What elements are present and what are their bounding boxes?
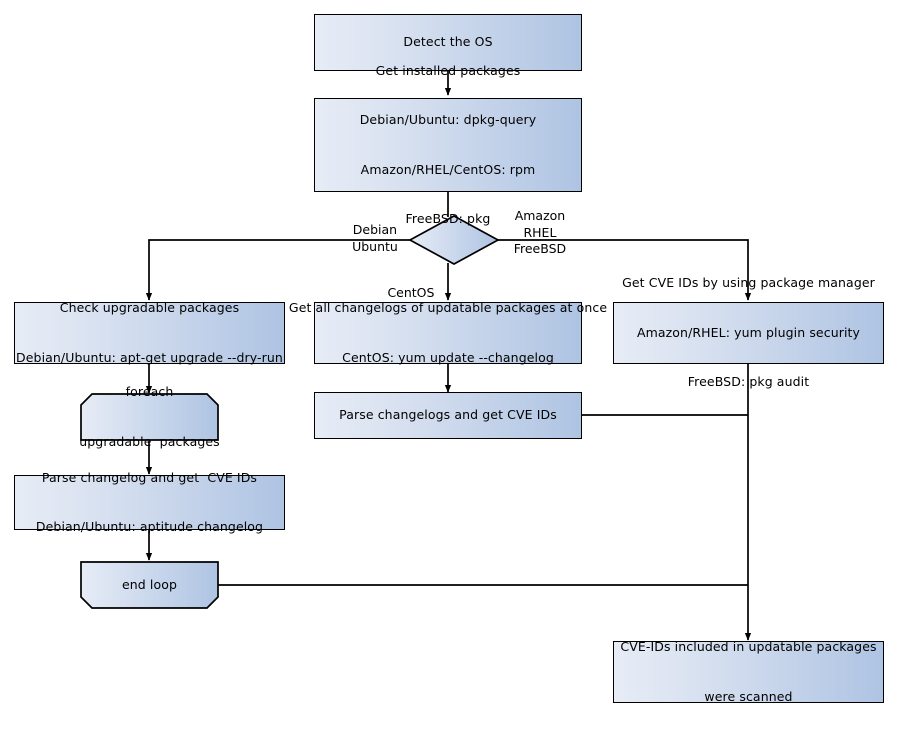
edge-label-centos-line-1: CentOS <box>387 285 435 301</box>
node-end-loop-line-1: end loop <box>121 576 178 592</box>
node-end-loop[interactable]: end loop <box>80 561 219 609</box>
node-parse-changelog-get-cve-ids[interactable]: Parse changelog and get CVE IDs Debian/U… <box>14 470 285 534</box>
edge-label-debian-ubuntu-line-2: Ubuntu <box>352 238 398 254</box>
flowchart-canvas: Detect the OS Get installed packages Deb… <box>14 14 884 704</box>
edge-label-centos: CentOS <box>368 269 438 318</box>
node-get-installed-packages-line-1: Get installed packages <box>375 62 521 78</box>
node-get-cve-ids-package-manager-line-2: Amazon/RHEL: yum plugin security <box>636 324 861 340</box>
node-cve-ids-scanned-label: CVE-IDs included in updatable packages w… <box>620 606 876 738</box>
edge-label-amazon-rhel-freebsd: Amazon RHEL FreeBSD <box>492 192 572 273</box>
node-foreach-line-1: foreach <box>125 384 174 399</box>
node-detect-os[interactable]: Detect the OS <box>314 14 582 71</box>
node-check-upgradable-packages-line-1: Check upgradable packages <box>59 300 240 315</box>
edge-label-amazon-rhel-freebsd-line-1: Amazon <box>514 208 566 224</box>
edge-label-debian-ubuntu: Debian Ubuntu <box>328 206 406 271</box>
node-get-cve-ids-package-manager-label: Get CVE IDs by using package manager Ama… <box>622 242 875 424</box>
node-get-installed-packages-line-3: Amazon/RHEL/CentOS: rpm <box>360 161 536 177</box>
node-get-installed-packages[interactable]: Get installed packages Debian/Ubuntu: dp… <box>314 63 582 226</box>
node-get-cve-ids-package-manager-line-1: Get CVE IDs by using package manager <box>622 275 875 291</box>
node-end-loop-label: end loop <box>122 544 177 627</box>
node-check-upgradable-packages-label: Check upgradable packages Debian/Ubuntu:… <box>16 267 283 399</box>
node-get-all-changelogs-label: Get all changelogs of updatable packages… <box>289 267 607 399</box>
node-cve-ids-scanned-line-1: CVE-IDs included in updatable packages <box>620 639 877 654</box>
node-parse-changelogs-get-cve-ids[interactable]: Parse changelogs and get CVE IDs <box>314 392 582 439</box>
node-get-all-changelogs-line-1: Get all changelogs of updatable packages… <box>288 300 608 315</box>
node-detect-os-line-1: Detect the OS <box>403 34 493 50</box>
node-parse-changelogs-get-cve-ids-label: Parse changelogs and get CVE IDs <box>339 374 557 457</box>
node-cve-ids-scanned-line-2: were scanned <box>704 688 793 704</box>
node-get-all-changelogs-line-2: CentOS: yum update --changelog <box>342 349 554 365</box>
node-check-upgradable-packages[interactable]: Check upgradable packages Debian/Ubuntu:… <box>14 300 285 365</box>
node-detect-os-label: Detect the OS <box>403 1 492 84</box>
node-os-decision[interactable] <box>408 214 500 266</box>
node-parse-changelog-line-2: Debian/Ubuntu: aptitude changelog <box>35 519 264 534</box>
node-get-all-changelogs[interactable]: Get all changelogs of updatable packages… <box>289 300 607 365</box>
loop-end-shape <box>80 561 219 609</box>
decision-diamond-shape <box>408 215 500 265</box>
node-parse-changelog-line-1: Parse changelog and get CVE IDs <box>41 469 258 485</box>
node-foreach-upgradable-packages[interactable]: foreach upgradable packages <box>79 384 219 449</box>
node-get-installed-packages-line-4: FreeBSD: pkg <box>405 211 491 226</box>
node-foreach-line-2: upgradable packages <box>79 433 220 449</box>
edge-label-amazon-rhel-freebsd-line-3: FreeBSD <box>513 240 567 256</box>
node-cve-ids-scanned[interactable]: CVE-IDs included in updatable packages w… <box>613 639 884 704</box>
node-parse-changelog-get-cve-ids-label: Parse changelog and get CVE IDs Debian/U… <box>36 437 263 569</box>
edge-label-debian-ubuntu-line-1: Debian <box>352 222 398 238</box>
node-get-installed-packages-line-2: Debian/Ubuntu: dpkg-query <box>359 112 537 127</box>
loop-start-shape <box>80 393 219 441</box>
node-parse-changelogs-line-1: Parse changelogs and get CVE IDs <box>339 407 557 423</box>
edge-label-amazon-rhel-freebsd-line-2: RHEL <box>523 224 557 240</box>
node-check-upgradable-packages-line-2: Debian/Ubuntu: apt-get upgrade --dry-run <box>16 349 283 365</box>
node-get-cve-ids-package-manager-line-3: FreeBSD: pkg audit <box>687 374 810 390</box>
node-get-cve-ids-package-manager[interactable]: Get CVE IDs by using package manager Ama… <box>613 275 884 389</box>
node-get-installed-packages-label: Get installed packages Debian/Ubuntu: dp… <box>360 30 537 261</box>
